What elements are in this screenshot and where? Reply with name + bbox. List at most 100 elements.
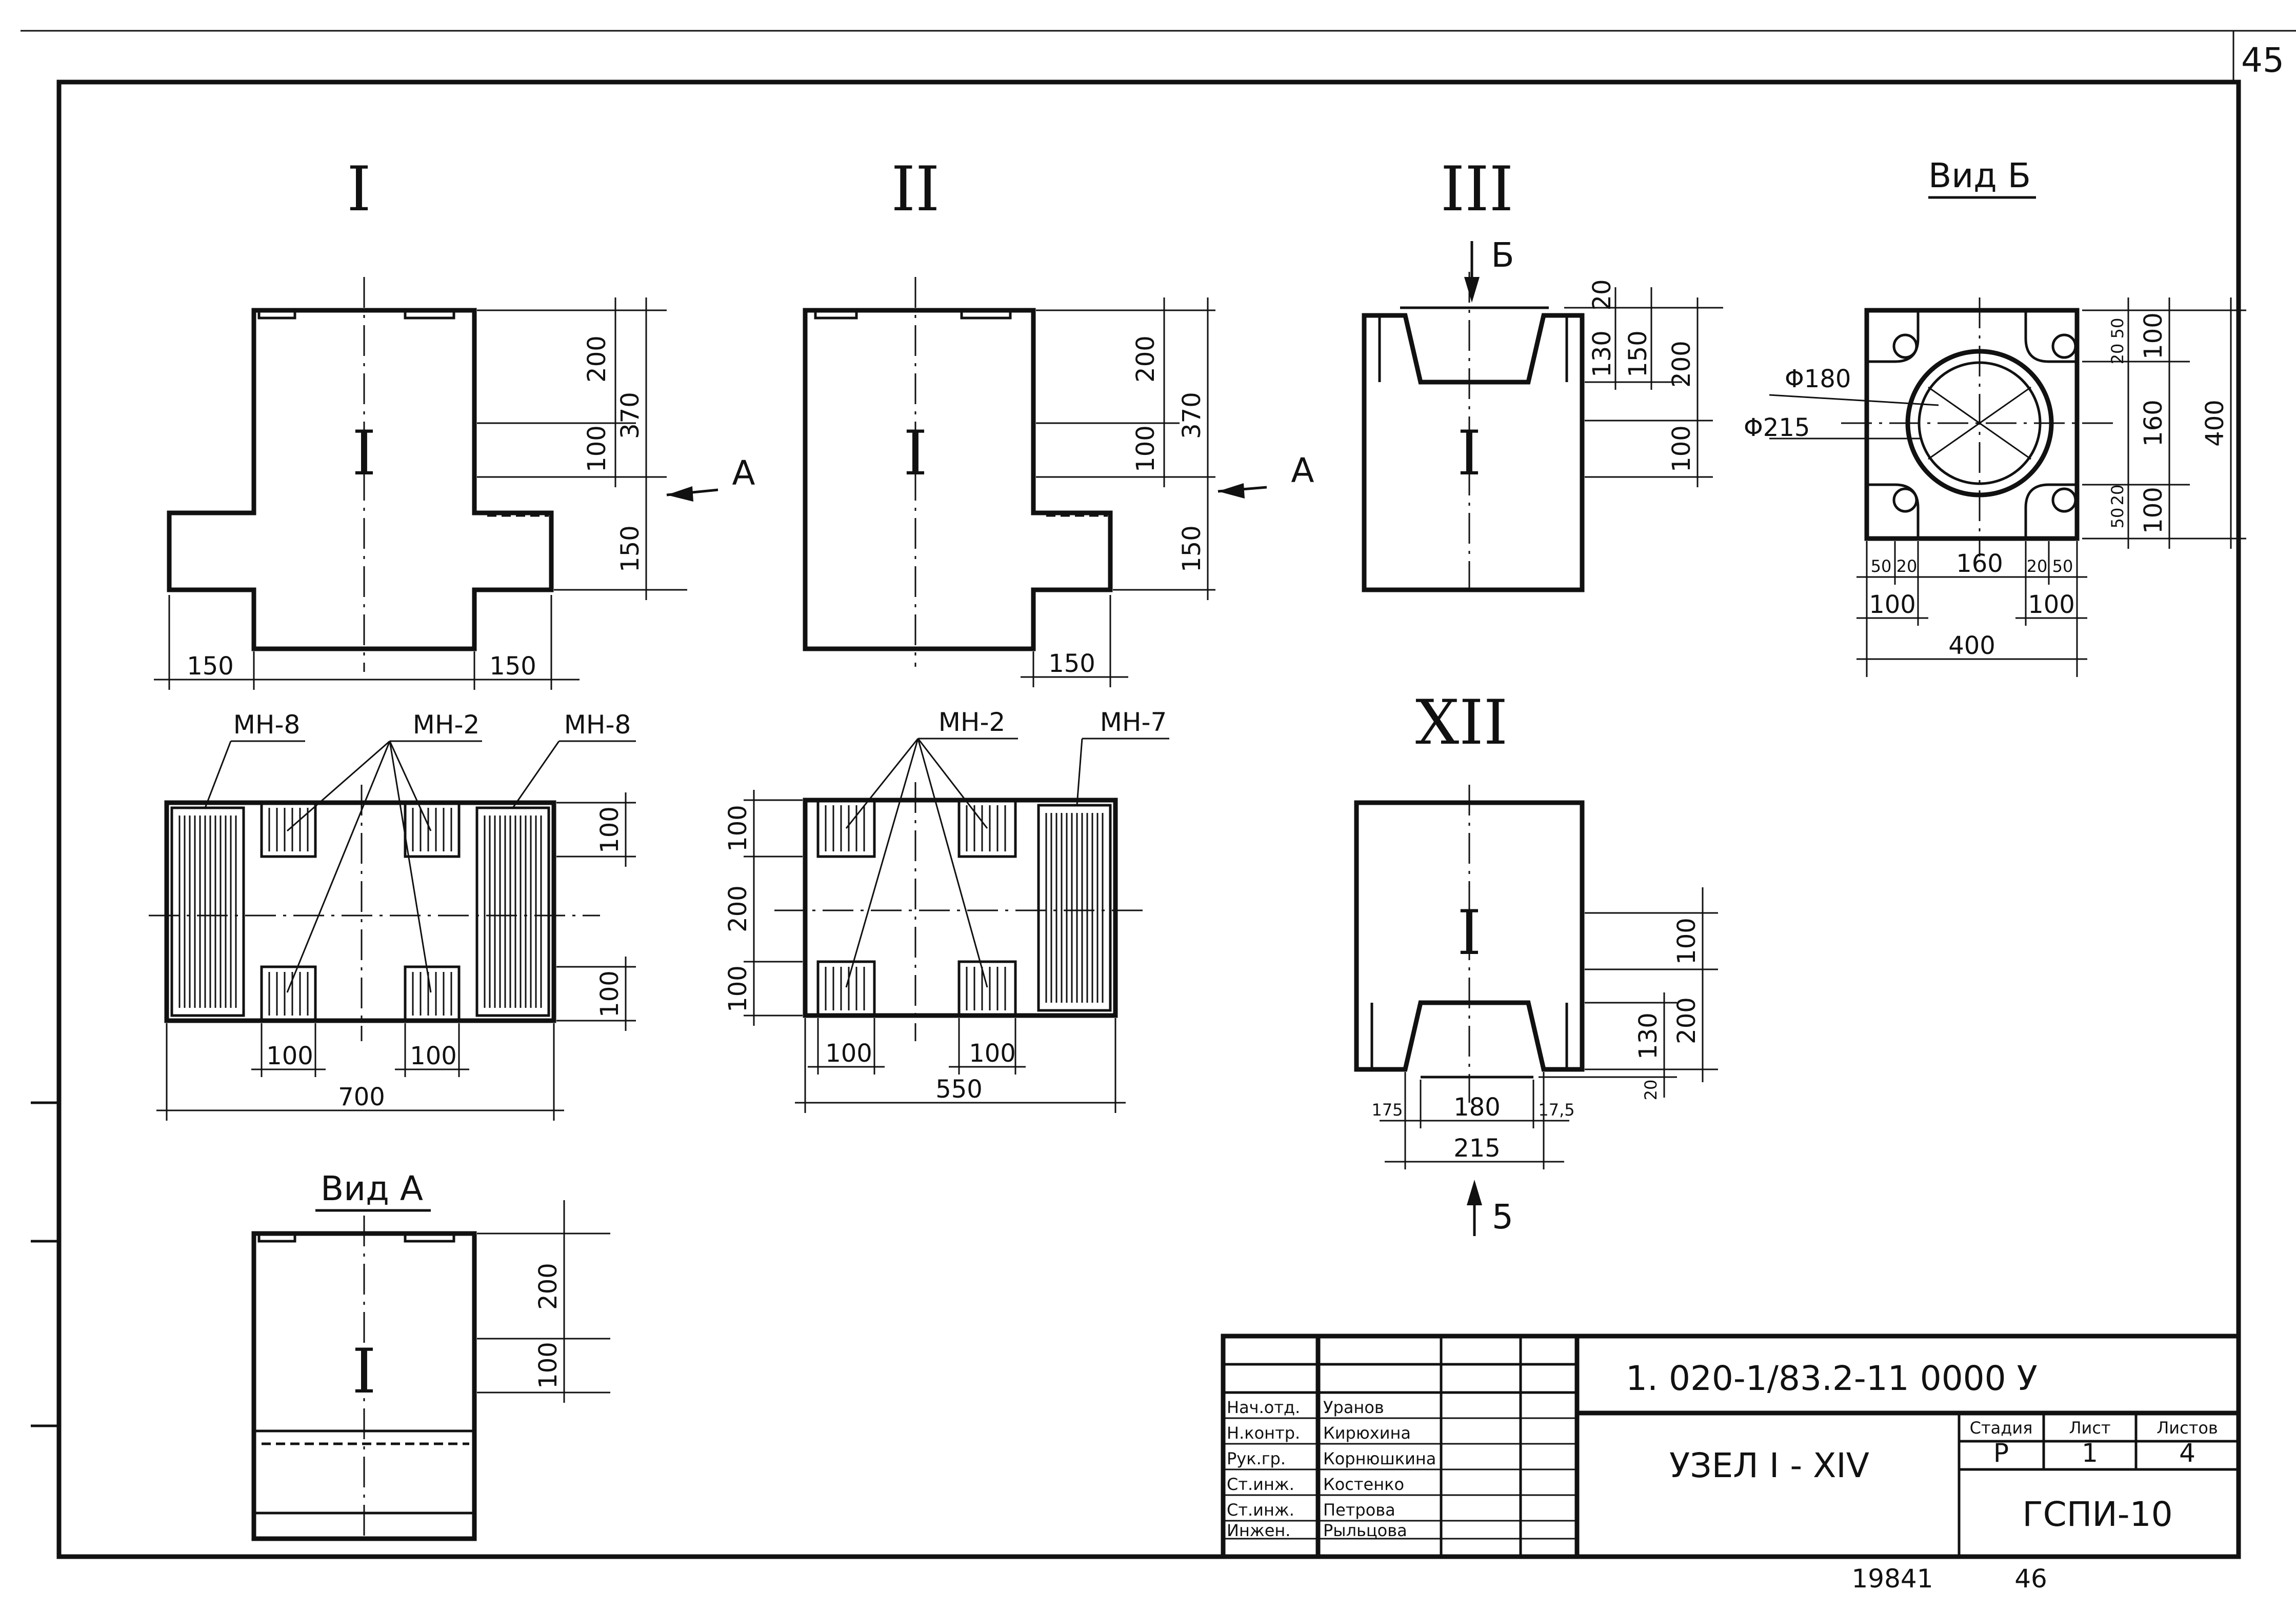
role-6: Инжен. bbox=[1227, 1521, 1290, 1540]
node-3-dim-200: 200 bbox=[1667, 341, 1696, 388]
name-2: Кирюхина bbox=[1323, 1423, 1411, 1443]
node-1-dim-370: 370 bbox=[616, 392, 645, 439]
node-2-elevation: II I 200 370 100 150 150 A bbox=[803, 154, 1314, 687]
plan-2-dim-100-top: 100 bbox=[724, 805, 752, 852]
role-5: Ст.инж. bbox=[1227, 1500, 1294, 1520]
plan-2: МН-2 МН-7 100 200 100 100 100 550 bbox=[724, 707, 1169, 1113]
node-12-dim-215: 215 bbox=[1453, 1134, 1501, 1163]
doc-code: 1. 020-1/83.2-11 0000 У bbox=[1626, 1359, 2038, 1398]
node-1-dim-100: 100 bbox=[583, 425, 611, 472]
node-3-dim-150: 150 bbox=[1624, 330, 1652, 377]
plan-1-label-mn8-left: МН-8 bbox=[233, 710, 301, 740]
node-2-axis-label: I bbox=[903, 418, 927, 489]
view-a: Вид А I 200 100 bbox=[251, 1169, 610, 1541]
org-name: ГСПИ-10 bbox=[2022, 1495, 2172, 1534]
node-12-dim-100: 100 bbox=[1672, 918, 1701, 965]
node-1-dim-150-left: 150 bbox=[187, 652, 234, 681]
plan-1-dim-700: 700 bbox=[338, 1083, 385, 1111]
role-3: Рук.гр. bbox=[1227, 1449, 1286, 1468]
node-1-view-arrow-label: A bbox=[732, 453, 755, 493]
node-2-dim-100: 100 bbox=[1131, 425, 1160, 472]
node-1-dim-150-right: 150 bbox=[489, 652, 536, 681]
view-b-dim-20-left: 20 bbox=[1896, 556, 1918, 576]
node-2-view-arrow-label: A bbox=[1291, 451, 1314, 490]
stage-value: Р bbox=[1993, 1438, 2009, 1468]
node-2-dim-200: 200 bbox=[1131, 335, 1160, 383]
plan-2-dim-100-bot: 100 bbox=[724, 965, 752, 1012]
node-2-title: II bbox=[891, 154, 940, 225]
title-block: 1. 020-1/83.2-11 0000 У УЗЕЛ I - XIV Ста… bbox=[1221, 1334, 2241, 1559]
view-b-dim-20-top: 20 bbox=[2108, 344, 2127, 365]
plan-2-dim-100-left: 100 bbox=[825, 1039, 872, 1068]
node-3-axis-label: I bbox=[1457, 418, 1481, 489]
stage-header: Стадия bbox=[1970, 1418, 2033, 1438]
plan-1-dim-100-right: 100 bbox=[410, 1042, 457, 1070]
view-b-dim-20-bot: 20 bbox=[2108, 485, 2127, 506]
node-1-dim-200: 200 bbox=[583, 335, 611, 383]
role-2: Н.контр. bbox=[1227, 1423, 1300, 1443]
view-b-dim-100-left: 100 bbox=[1869, 590, 1916, 619]
node-1-dim-150v: 150 bbox=[616, 525, 645, 572]
view-b-dim-20-right: 20 bbox=[2027, 556, 2048, 576]
view-b-title: Вид Б bbox=[1928, 156, 2031, 195]
node-12-dim-20: 20 bbox=[1641, 1080, 1661, 1101]
view-b-dim-100-right: 100 bbox=[2028, 590, 2075, 619]
sheet-value: 1 bbox=[2082, 1438, 2098, 1468]
view-b-dim-160-h: 160 bbox=[1956, 549, 2003, 578]
view-b-dim-50-right: 50 bbox=[2052, 556, 2073, 576]
node-12-title: XII bbox=[1415, 687, 1508, 759]
plan-1: МН-8 МН-2 МН-8 100 100 100 100 700 bbox=[149, 710, 636, 1121]
view-b-dia-215: Φ215 bbox=[1744, 413, 1810, 442]
name-5: Петрова bbox=[1323, 1500, 1395, 1520]
plan-2-dim-100-right: 100 bbox=[969, 1039, 1016, 1068]
node-1-title: I bbox=[347, 154, 371, 225]
node-1-axis-label: I bbox=[352, 418, 376, 489]
node-12-dim-17-5-left: 175 bbox=[1371, 1100, 1403, 1120]
view-b: Вид Б Φ180 Φ215 50 20 100 160 400 20 50 … bbox=[1744, 156, 2246, 677]
node-2-dim-150: 150 bbox=[1048, 649, 1095, 678]
sheets-header: Листов bbox=[2157, 1418, 2218, 1438]
plan-1-label-mn8-right: МН-8 bbox=[564, 710, 631, 740]
sheet-frame bbox=[21, 30, 2296, 1559]
role-1: Нач.отд. bbox=[1227, 1398, 1300, 1417]
node-12-dim-200: 200 bbox=[1672, 997, 1701, 1044]
view-b-dim-400-h: 400 bbox=[1948, 631, 1995, 660]
role-4: Ст.инж. bbox=[1227, 1475, 1294, 1494]
view-b-dim-50-left: 50 bbox=[1871, 556, 1892, 576]
node-2-dim-370: 370 bbox=[1177, 392, 1206, 439]
name-6: Рыльцова bbox=[1323, 1521, 1407, 1540]
node-3-dim-130: 130 bbox=[1588, 330, 1616, 377]
view-a-dim-200: 200 bbox=[534, 1263, 563, 1310]
node-1-elevation: I I 200 370 100 150 150 150 A bbox=[154, 154, 755, 690]
node-3-title: III bbox=[1441, 154, 1513, 225]
view-b-dim-100-top: 100 bbox=[2139, 312, 2168, 360]
sheets-value: 4 bbox=[2179, 1438, 2195, 1468]
page-number: 45 bbox=[2241, 41, 2284, 80]
plan-2-label-mn7: МН-7 bbox=[1100, 707, 1167, 737]
plan-2-dim-200: 200 bbox=[724, 885, 752, 932]
view-a-axis-label: I bbox=[352, 1336, 376, 1407]
node-3-dim-20: 20 bbox=[1588, 279, 1616, 310]
plan-1-dim-100-left: 100 bbox=[266, 1042, 313, 1070]
node-title: УЗЕЛ I - XIV bbox=[1669, 1446, 1869, 1485]
name-3: Корнюшкина bbox=[1323, 1449, 1436, 1468]
node-12-dim-180: 180 bbox=[1453, 1093, 1501, 1122]
node-12-elevation: XII I 100 200 130 20 175 180 17,5 215 5 bbox=[1354, 687, 1718, 1237]
node-3-view-arrow-label: Б bbox=[1491, 235, 1514, 275]
plan-2-label-mn2: МН-2 bbox=[939, 707, 1006, 737]
node-3-dim-100: 100 bbox=[1667, 425, 1696, 472]
plan-1-label-mn2: МН-2 bbox=[413, 710, 480, 740]
node-3-elevation: III I Б 20 130 150 200 100 bbox=[1362, 154, 1723, 598]
archive-number: 19841 bbox=[1851, 1564, 1933, 1594]
node-12-dim-17-5-right: 17,5 bbox=[1538, 1100, 1574, 1120]
plan-1-dim-100-top: 100 bbox=[595, 806, 624, 853]
view-b-dim-50-bot: 50 bbox=[2108, 508, 2127, 529]
footer-page: 46 bbox=[2014, 1564, 2047, 1594]
node-12-axis-label: I bbox=[1457, 898, 1481, 969]
view-b-dim-400-v: 400 bbox=[2201, 400, 2229, 447]
view-a-dim-100: 100 bbox=[534, 1342, 563, 1389]
plan-2-dim-550: 550 bbox=[935, 1075, 983, 1104]
node-2-dim-150v: 150 bbox=[1177, 525, 1206, 572]
node-12-view-arrow-label: 5 bbox=[1492, 1197, 1513, 1237]
